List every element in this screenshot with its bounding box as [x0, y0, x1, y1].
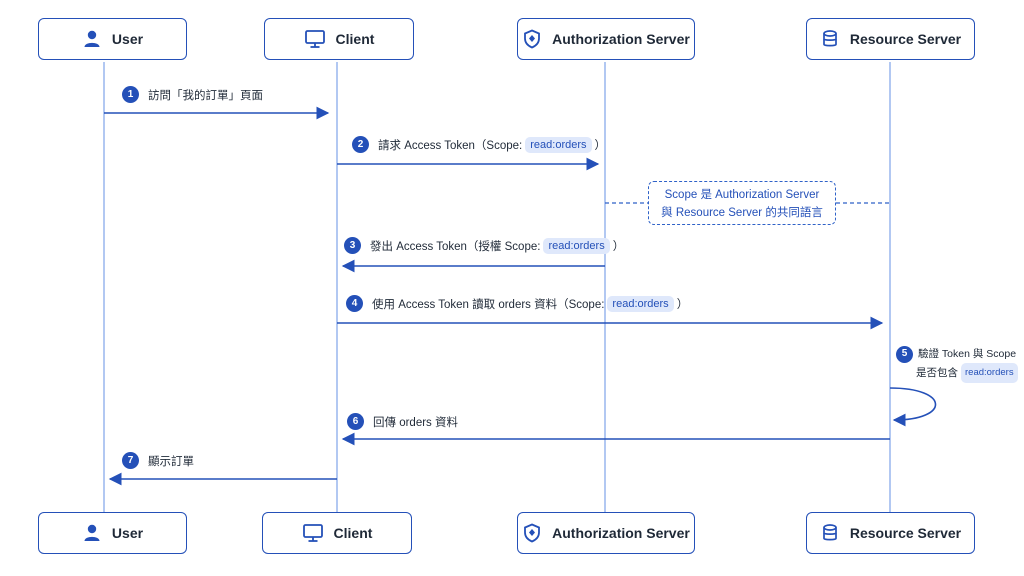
- user-icon: [82, 29, 102, 49]
- message-text: 訪問「我的訂單」頁面: [148, 89, 263, 102]
- user-icon: [82, 523, 102, 543]
- message-7: 7 顯示訂單: [122, 452, 194, 469]
- message-text: 驗證 Token 與 Scope: [918, 348, 1017, 360]
- actor-label: Authorization Server: [552, 31, 690, 47]
- actor-label: Client: [335, 31, 375, 47]
- note-line-2: 與 Resource Server 的共同語言: [661, 207, 823, 219]
- actor-client-bottom: Client: [262, 512, 412, 554]
- message-4: 4 使用 Access Token 讀取 orders 資料（Scope: re…: [346, 295, 688, 312]
- message-text: 顯示訂單: [148, 455, 194, 468]
- shield-icon: [522, 29, 542, 49]
- actor-label: Resource Server: [849, 525, 962, 541]
- message-6: 6 回傳 orders 資料: [347, 413, 458, 430]
- scope-note: Scope 是 Authorization Server 與 Resource …: [648, 181, 836, 225]
- message-text-end: ）: [612, 240, 625, 253]
- scope-chip: read:orders: [543, 237, 610, 254]
- actor-resource-server-top: Resource Server: [806, 18, 975, 60]
- actor-label: User: [111, 31, 144, 47]
- actor-label: User: [111, 525, 144, 541]
- actor-auth-server-top: Authorization Server: [517, 18, 695, 60]
- step-number: 2: [352, 136, 369, 153]
- scope-chip: read:orders: [961, 363, 1018, 383]
- monitor-icon: [304, 29, 326, 49]
- message-text: 回傳 orders 資料: [373, 416, 458, 429]
- message-3: 3 發出 Access Token（授權 Scope: read:orders …: [344, 237, 624, 254]
- scope-chip: read:orders: [525, 136, 592, 153]
- actor-resource-server-bottom: Resource Server: [806, 512, 975, 554]
- actor-user-bottom: User: [38, 512, 187, 554]
- actor-label: Client: [333, 525, 373, 541]
- arrow-5-self: [889, 387, 937, 427]
- step-number: 4: [346, 295, 363, 312]
- note-line-1: Scope 是 Authorization Server: [664, 189, 820, 201]
- message-text: 發出 Access Token（授權 Scope:: [370, 240, 541, 253]
- database-icon: [820, 29, 840, 49]
- actor-client-top: Client: [264, 18, 414, 60]
- step-number: 7: [122, 452, 139, 469]
- step-number: 6: [347, 413, 364, 430]
- message-text: 使用 Access Token 讀取 orders 資料（Scope:: [372, 298, 605, 311]
- shield-icon: [522, 523, 542, 543]
- step-number: 3: [344, 237, 361, 254]
- message-text-2: 是否包含: [916, 367, 958, 379]
- step-number: 5: [896, 345, 913, 363]
- actor-auth-server-bottom: Authorization Server: [517, 512, 695, 554]
- actor-user-top: User: [38, 18, 187, 60]
- message-text: 請求 Access Token（Scope:: [378, 139, 523, 152]
- actor-label: Authorization Server: [552, 525, 690, 541]
- message-2: 2 請求 Access Token（Scope: read:orders ）: [352, 136, 606, 153]
- message-1: 1 訪問「我的訂單」頁面: [122, 86, 263, 103]
- database-icon: [820, 523, 840, 543]
- monitor-icon: [302, 523, 324, 543]
- message-text-end: ）: [676, 298, 689, 311]
- step-number: 1: [122, 86, 139, 103]
- scope-chip: read:orders: [607, 295, 674, 312]
- message-text-end: ）: [594, 139, 607, 152]
- actor-label: Resource Server: [849, 31, 962, 47]
- message-5: 5 驗證 Token 與 Scope 是否包含 read:orders: [896, 345, 1021, 383]
